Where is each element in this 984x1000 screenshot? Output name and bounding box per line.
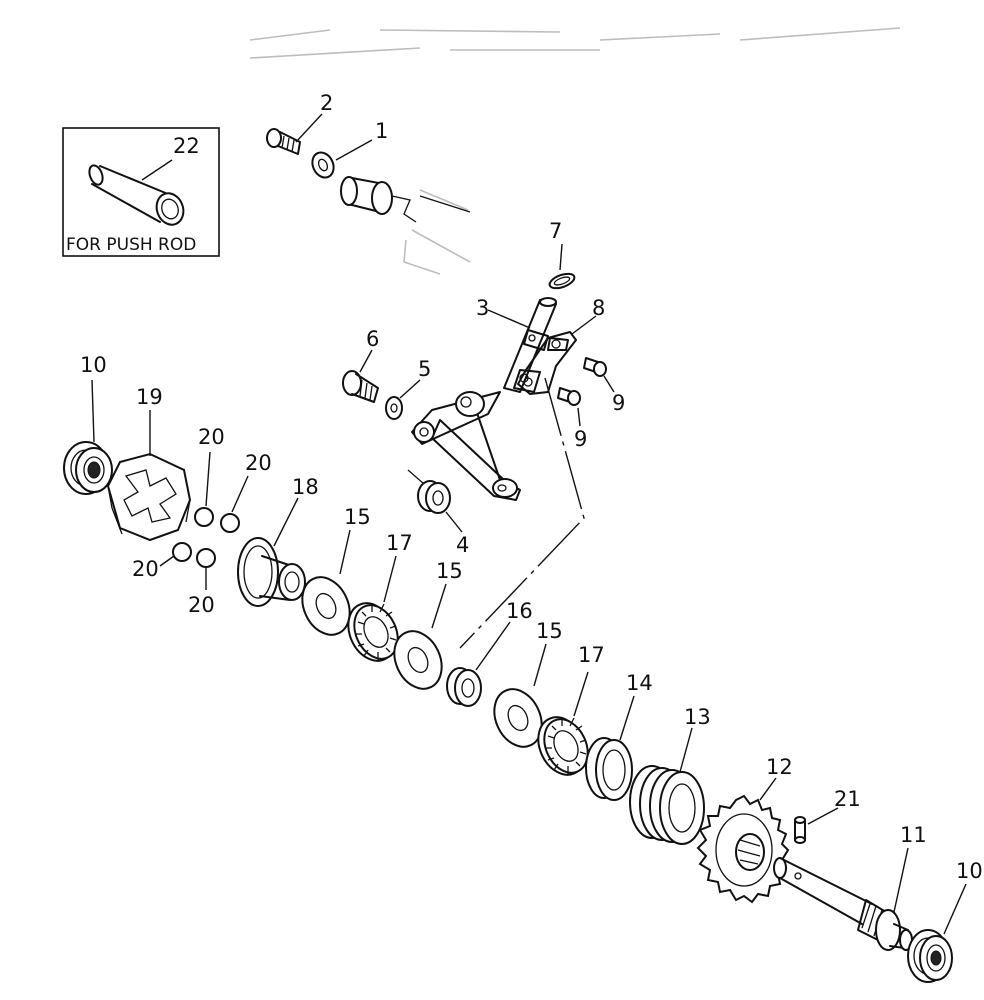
leader-8: [571, 315, 597, 335]
leader-18: [273, 497, 299, 547]
balls-20-part: [172, 507, 240, 568]
leader-20b: [231, 475, 249, 513]
callout-20c: 20: [132, 557, 159, 581]
callout-20d: 20: [188, 593, 215, 617]
bolt-6-part: [342, 370, 379, 403]
leader-11: [893, 847, 909, 913]
callout-15c: 15: [536, 619, 563, 643]
washer-5-part: [385, 396, 403, 420]
background-ghost-lines: [249, 27, 901, 59]
callout-16: 16: [506, 599, 533, 623]
cylinder-ghost: [340, 176, 471, 275]
push-rod-inset: 22 FOR PUSH ROD: [62, 127, 220, 257]
collar-16-part: [446, 667, 482, 707]
leader-3: [487, 309, 531, 329]
bearing-10a-part: [63, 441, 113, 495]
leader-14: [619, 695, 635, 741]
leader-9a: [603, 375, 615, 393]
needle-bearing-17a-part: [347, 602, 399, 662]
leader-13: [679, 727, 693, 773]
leader-21: [807, 807, 839, 825]
callout-18: 18: [292, 475, 319, 499]
callout-15a: 15: [344, 505, 371, 529]
leader-1: [335, 139, 373, 161]
callout-9b: 9: [574, 427, 587, 451]
leader-15a: [339, 529, 351, 575]
assembly-line: [459, 377, 585, 649]
kick-lever-3-part: [411, 297, 569, 501]
leader-12: [759, 777, 777, 801]
callout-1: 1: [375, 119, 388, 143]
needle-bearing-17b-part: [537, 716, 589, 776]
callout-19: 19: [136, 385, 163, 409]
screw-9a-part: [583, 357, 607, 377]
bearing-10b-part: [907, 929, 953, 983]
callout-7: 7: [549, 219, 562, 243]
spring-guide-14-part: [585, 737, 633, 801]
leader-20c: [159, 555, 175, 567]
callout-6: 6: [366, 327, 379, 351]
callout-20b: 20: [245, 451, 272, 475]
leader-17b: [573, 671, 589, 717]
kick-shaft-11-part: [773, 857, 913, 951]
leader-22: [141, 159, 173, 181]
leader-2: [295, 113, 323, 143]
callout-8: 8: [592, 296, 605, 320]
o-ring-7-part: [548, 272, 576, 290]
callout-22: 22: [173, 134, 200, 158]
callout-3: 3: [476, 296, 489, 320]
callout-12: 12: [766, 755, 793, 779]
callout-2: 2: [320, 91, 333, 115]
leader-9b: [577, 407, 581, 427]
leader-10a: [91, 379, 95, 443]
callout-20a: 20: [198, 425, 225, 449]
leader-16: [475, 621, 511, 671]
callout-14: 14: [626, 671, 653, 695]
collar-18-part: [237, 537, 306, 607]
leader-17a: [383, 555, 397, 603]
callout-13: 13: [684, 705, 711, 729]
leader-7: [559, 243, 563, 271]
washer-15c-part: [493, 688, 543, 748]
ratchet-19-part: [106, 452, 192, 542]
leader-15b: [431, 583, 447, 629]
washer-1-part: [311, 151, 335, 179]
callout-17a: 17: [386, 531, 413, 555]
leader-20a: [205, 451, 211, 507]
bolt-2-part: [266, 128, 301, 155]
callout-21: 21: [834, 787, 861, 811]
kick-spring-13-part: [629, 765, 705, 845]
leader-5: [399, 379, 421, 399]
kick-gear-12-part: [696, 794, 790, 904]
washer-15b-part: [393, 630, 443, 690]
callout-5: 5: [418, 357, 431, 381]
leader-6: [359, 349, 373, 373]
callout-17b: 17: [578, 643, 605, 667]
callout-11: 11: [900, 823, 927, 847]
pin-21-part: [794, 816, 806, 844]
leader-15c: [533, 643, 547, 687]
callout-10a: 10: [80, 353, 107, 377]
inset-label: FOR PUSH ROD: [66, 235, 196, 255]
callout-9a: 9: [612, 391, 625, 415]
collar-4-part: [407, 469, 451, 514]
screw-9b-part: [557, 387, 581, 406]
leader-10b: [943, 883, 967, 935]
leader-4: [445, 511, 463, 533]
push-rod-part: [88, 164, 185, 226]
callout-15b: 15: [436, 559, 463, 583]
callout-4: 4: [456, 533, 469, 557]
washer-15a-part: [301, 576, 351, 636]
callout-10b: 10: [956, 859, 983, 883]
plate-8-part: [517, 331, 577, 395]
